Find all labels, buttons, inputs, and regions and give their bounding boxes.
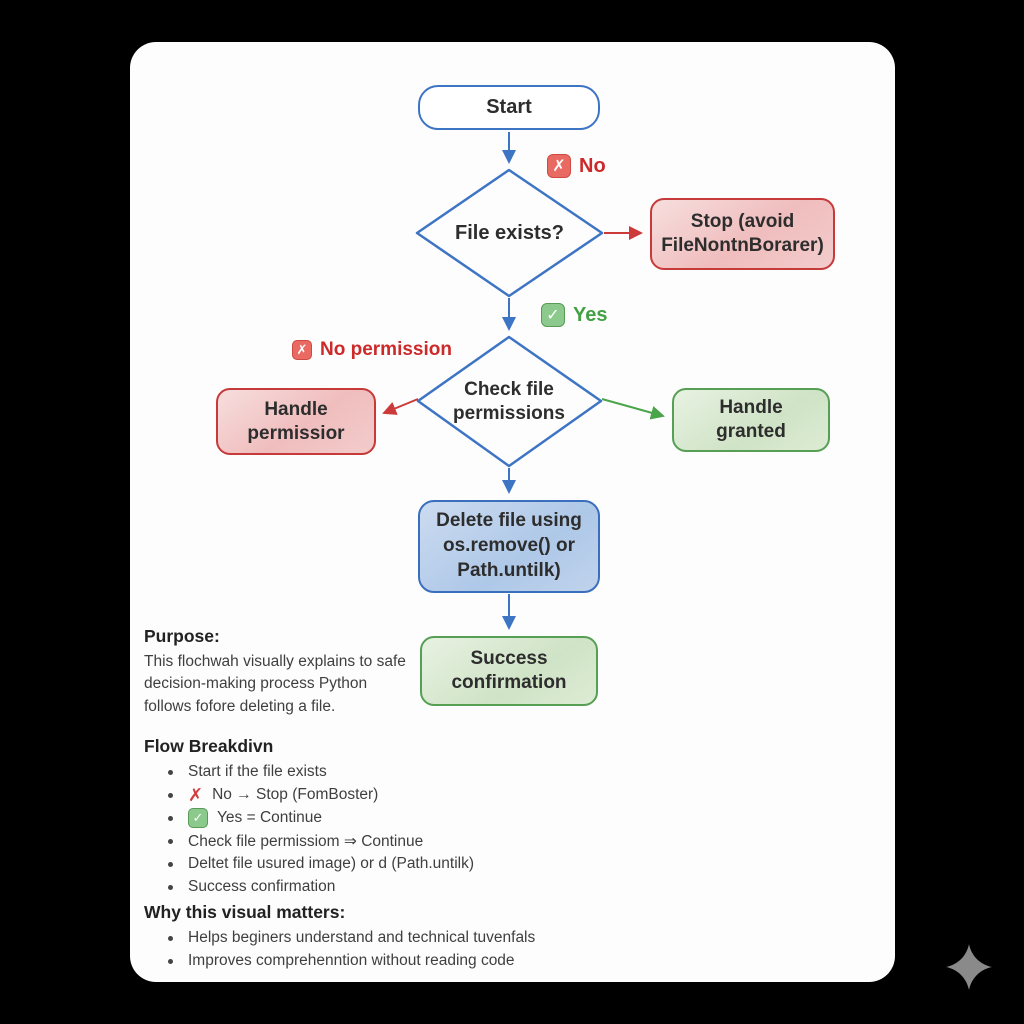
red-x-icon: ✗ [547,154,571,178]
why-heading: Why this visual matters: [144,902,346,922]
purpose-body: This flochwah visually explains to safe … [144,653,406,715]
list-item: Helps beginers understand and technical … [144,927,584,949]
purpose-section: Purpose: This flochwah visually explains… [144,626,416,718]
node-stop: Stop (avoid FileNontnBorarer) [650,198,835,270]
node-start: Start [418,85,600,130]
red-x-icon: ✗ [188,785,204,805]
list-item: Check file permissiom ⇒ Continue [144,830,564,852]
edge-label-no-text: No [579,154,606,177]
edge-label-no-permission-text: No permission [320,339,452,360]
bullet-dot [168,884,173,890]
list-item: ✗ No → Stop (FomBoster) [144,784,564,806]
bullet-dot [168,792,173,798]
bullet-dot [168,838,173,844]
flowchart-card: Start File exists? Stop (avoid FileNontn… [130,42,895,982]
bullet-dot [168,935,173,941]
edge-label-yes-text: Yes [573,303,608,326]
node-delete-file: Delete file using os.remove() or Path.un… [418,500,600,593]
edge-no-permission-to-handle [382,398,419,415]
flow-breakdown-list: Start if the file exists ✗ No → Stop (Fo… [144,761,564,898]
node-handle-granted: Handle granted [672,388,830,452]
list-item: Start if the file exists [144,761,564,783]
list-item: Improves comprehenntion without reading … [144,950,584,972]
green-check-icon: ✓ [188,808,208,828]
bullet-dot [168,815,173,821]
purpose-heading: Purpose: [144,626,220,646]
list-item: ✓ Yes = Continue [144,807,564,829]
node-handle-permission: Handle permissior [216,388,376,455]
red-x-icon: ✗ [292,340,312,360]
edge-label-yes: ✓ Yes [541,303,607,327]
node-success: Success confirmation [420,636,598,706]
green-check-icon: ✓ [541,303,565,327]
edge-label-no-permission: ✗ No permission [292,339,452,361]
node-check-permissions: Check file permissions [453,378,565,424]
flow-breakdown-section: Flow Breakdivn Start if the file exists … [144,736,564,899]
bullet-dot [168,958,173,964]
list-item: Deltet file usured image) or d (Path.unt… [144,853,564,875]
bullet-dot [168,861,173,867]
why-section: Why this visual matters: Helps beginers … [144,902,584,973]
why-list: Helps beginers understand and technical … [144,927,584,972]
edge-granted-to-handle [601,398,665,420]
flow-breakdown-heading: Flow Breakdivn [144,736,274,756]
sparkle-icon [946,944,992,990]
list-item: Success confirmation [144,876,564,898]
bullet-dot [168,769,173,775]
edge-label-no: ✗ No [547,154,606,178]
node-file-exists: File exists? [455,221,564,244]
